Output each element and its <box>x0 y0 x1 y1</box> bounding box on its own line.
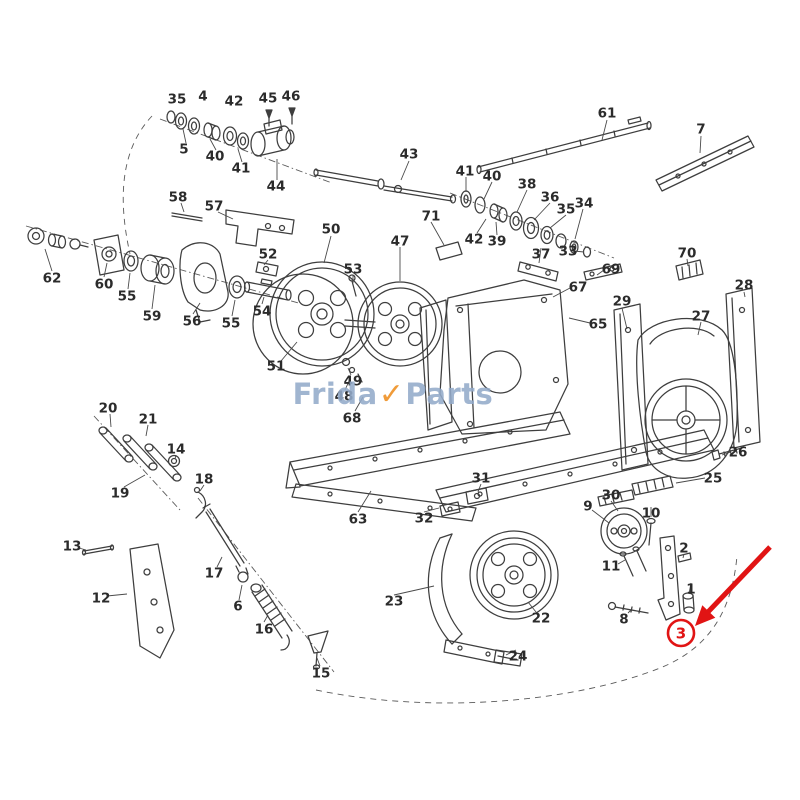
part-label-60: 60 <box>95 277 114 293</box>
part-label-58: 58 <box>169 190 188 206</box>
part-label-40: 40 <box>206 149 225 165</box>
part-label-6: 6 <box>233 599 242 615</box>
pulley-pair <box>252 261 443 383</box>
part-label-23: 23 <box>385 594 404 610</box>
center-housing <box>419 241 569 435</box>
part-label-16: 16 <box>255 622 274 638</box>
part-label-67: 67 <box>569 280 588 296</box>
part-label-65: 65 <box>589 317 608 333</box>
part-label-11: 11 <box>602 559 621 575</box>
part-label-37: 37 <box>532 247 551 263</box>
part-label-35: 35 <box>168 92 187 108</box>
left-lower-parts <box>81 426 329 670</box>
small-parts-right <box>597 447 743 621</box>
part-label-29: 29 <box>613 294 632 310</box>
left-hub-assembly <box>27 209 357 323</box>
part-label-70: 70 <box>678 246 697 262</box>
part-label-8: 8 <box>619 612 628 628</box>
part-label-55: 55 <box>222 316 241 332</box>
part-label-10: 10 <box>642 506 661 522</box>
part-label-44: 44 <box>267 179 286 195</box>
part-label-54: 54 <box>253 304 272 320</box>
part-label-71: 71 <box>422 209 441 225</box>
part-label-57: 57 <box>205 199 224 215</box>
part-label-34: 34 <box>575 196 594 212</box>
highlighted-part-label: 3 <box>676 625 686 643</box>
part-label-4: 4 <box>198 89 207 105</box>
part-label-22: 22 <box>532 611 551 627</box>
axis-lines <box>25 115 738 704</box>
watermark-text-right: Parts <box>405 377 494 411</box>
lower-pulley-and-shield <box>427 530 559 667</box>
part-label-35: 35 <box>557 202 576 218</box>
watermark-check-icon: ✓ <box>378 377 405 412</box>
part-label-43: 43 <box>400 147 419 163</box>
part-label-2: 2 <box>679 541 688 557</box>
part-label-42: 42 <box>465 232 484 248</box>
part-label-53: 53 <box>344 262 363 278</box>
highlight-annotation: 3 <box>666 545 772 648</box>
red-circle <box>666 618 696 648</box>
part-label-17: 17 <box>205 566 224 582</box>
part-label-33: 33 <box>559 244 578 260</box>
part-label-20: 20 <box>99 401 118 417</box>
leader-lines <box>44 119 746 667</box>
part-label-1: 1 <box>686 582 695 598</box>
part-label-62: 62 <box>43 271 62 287</box>
part-label-69: 69 <box>602 262 621 278</box>
part-label-9: 9 <box>583 499 592 515</box>
part-label-5: 5 <box>179 142 188 158</box>
part-label-56: 56 <box>183 314 202 330</box>
part-label-39: 39 <box>488 234 507 250</box>
part-label-19: 19 <box>111 486 130 502</box>
part-label-47: 47 <box>391 234 410 250</box>
part-label-41: 41 <box>456 164 475 180</box>
frame-rails <box>285 411 715 522</box>
part-label-49: 49 <box>344 374 363 390</box>
right-fastener-cluster <box>460 190 592 282</box>
flat-bar <box>655 135 755 192</box>
part-label-7: 7 <box>696 122 705 138</box>
part-label-68: 68 <box>343 411 362 427</box>
part-label-28: 28 <box>735 278 754 294</box>
red-arrow-shaft <box>706 545 772 614</box>
part-label-40: 40 <box>483 169 502 185</box>
part-label-63: 63 <box>349 512 368 528</box>
part-label-45: 45 <box>259 91 278 107</box>
part-label-15: 15 <box>312 666 331 682</box>
part-label-31: 31 <box>472 471 491 487</box>
part-label-13: 13 <box>63 539 82 555</box>
part-label-46: 46 <box>282 89 301 105</box>
part-label-18: 18 <box>195 472 214 488</box>
part-label-26: 26 <box>729 445 748 461</box>
part-label-32: 32 <box>415 511 434 527</box>
part-label-52: 52 <box>259 247 278 263</box>
part-label-51: 51 <box>267 359 286 375</box>
part-label-24: 24 <box>509 649 528 665</box>
top-fastener-cluster <box>166 107 296 157</box>
part-label-41: 41 <box>232 161 251 177</box>
part-label-21: 21 <box>139 412 158 428</box>
long-shaft <box>476 116 652 175</box>
part-label-38: 38 <box>518 177 537 193</box>
part-label-55: 55 <box>118 289 137 305</box>
part-label-50: 50 <box>322 222 341 238</box>
right-housing <box>583 259 761 479</box>
part-label-42: 42 <box>225 94 244 110</box>
part-label-48: 48 <box>335 389 354 405</box>
part-label-14: 14 <box>167 442 186 458</box>
red-arrow-head <box>695 605 716 626</box>
part-label-36: 36 <box>541 190 560 206</box>
part-label-27: 27 <box>692 309 711 325</box>
part-label-25: 25 <box>704 471 723 487</box>
part-label-59: 59 <box>143 309 162 325</box>
part-label-61: 61 <box>598 106 617 122</box>
drive-shaft <box>313 168 457 204</box>
part-label-12: 12 <box>92 591 111 607</box>
part-label-30: 30 <box>602 488 621 504</box>
watermark-text-left: Frida <box>292 377 378 411</box>
watermark: Frida✓Parts <box>288 377 498 412</box>
